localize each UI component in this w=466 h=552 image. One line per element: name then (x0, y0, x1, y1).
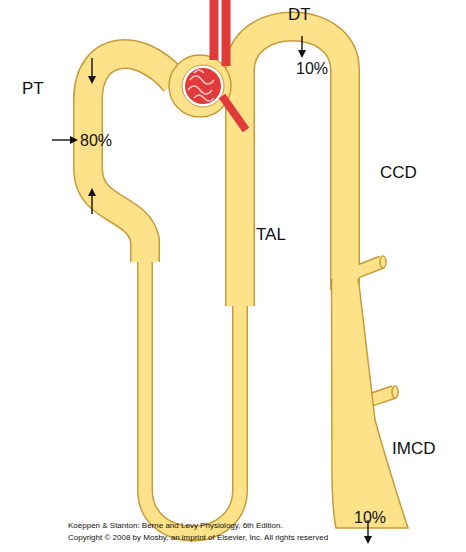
percent-label: 10% (354, 509, 386, 527)
segment-label: CCD (380, 164, 417, 183)
percent-label: 80% (80, 132, 112, 150)
copyright-text: Koeppen & Stanton: Berne and Levy Physio… (68, 522, 283, 531)
segment-label: PT (22, 80, 44, 99)
copyright-text: Copyright © 2008 by Mosby, an imprint of… (68, 534, 328, 543)
segment-label: TAL (256, 226, 286, 245)
segment-label: IMCD (392, 440, 435, 459)
segment-label: DT (288, 6, 311, 25)
percent-label: 10% (296, 60, 328, 78)
